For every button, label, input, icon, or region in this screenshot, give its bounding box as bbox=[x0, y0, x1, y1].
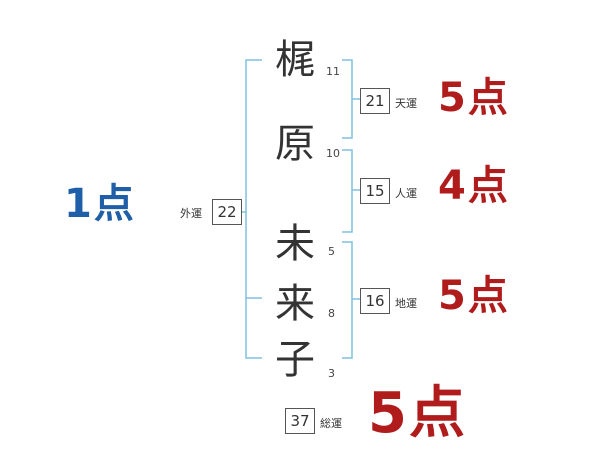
chiun-score: 5点 bbox=[438, 273, 510, 319]
stroke-count-2: 10 bbox=[326, 147, 340, 160]
name-char-2: 原 bbox=[275, 121, 315, 167]
tenun-score: 5点 bbox=[438, 75, 510, 121]
stroke-count-3: 5 bbox=[328, 245, 335, 258]
stroke-count-4: 8 bbox=[328, 307, 335, 320]
gaiun-label: 外運 bbox=[180, 207, 202, 220]
jinun-label: 人運 bbox=[395, 187, 417, 200]
gaiun-value-box: 22 bbox=[212, 199, 242, 225]
tenun-label: 天運 bbox=[395, 97, 417, 110]
stroke-count-5: 3 bbox=[328, 367, 335, 380]
souun-score: 5点 bbox=[368, 381, 467, 446]
name-char-3: 未 bbox=[275, 221, 315, 267]
chiun-label: 地運 bbox=[395, 297, 417, 310]
souun-value-box: 37 bbox=[285, 408, 315, 434]
tenun-value-box: 21 bbox=[360, 88, 390, 114]
name-char-4: 来 bbox=[275, 281, 315, 327]
jinun-score: 4点 bbox=[438, 163, 510, 209]
name-char-1: 梶 bbox=[275, 37, 315, 83]
souun-label: 総運 bbox=[320, 417, 342, 430]
tenun-bracket bbox=[342, 59, 353, 139]
outer-bracket bbox=[245, 59, 262, 359]
jinun-value-box: 15 bbox=[360, 178, 390, 204]
name-char-5: 子 bbox=[275, 337, 315, 383]
gaiun-score: 1点 bbox=[64, 181, 136, 227]
jinun-bracket bbox=[342, 149, 353, 233]
chiun-bracket bbox=[342, 241, 353, 359]
chiun-value-box: 16 bbox=[360, 288, 390, 314]
stroke-count-1: 11 bbox=[326, 65, 340, 78]
